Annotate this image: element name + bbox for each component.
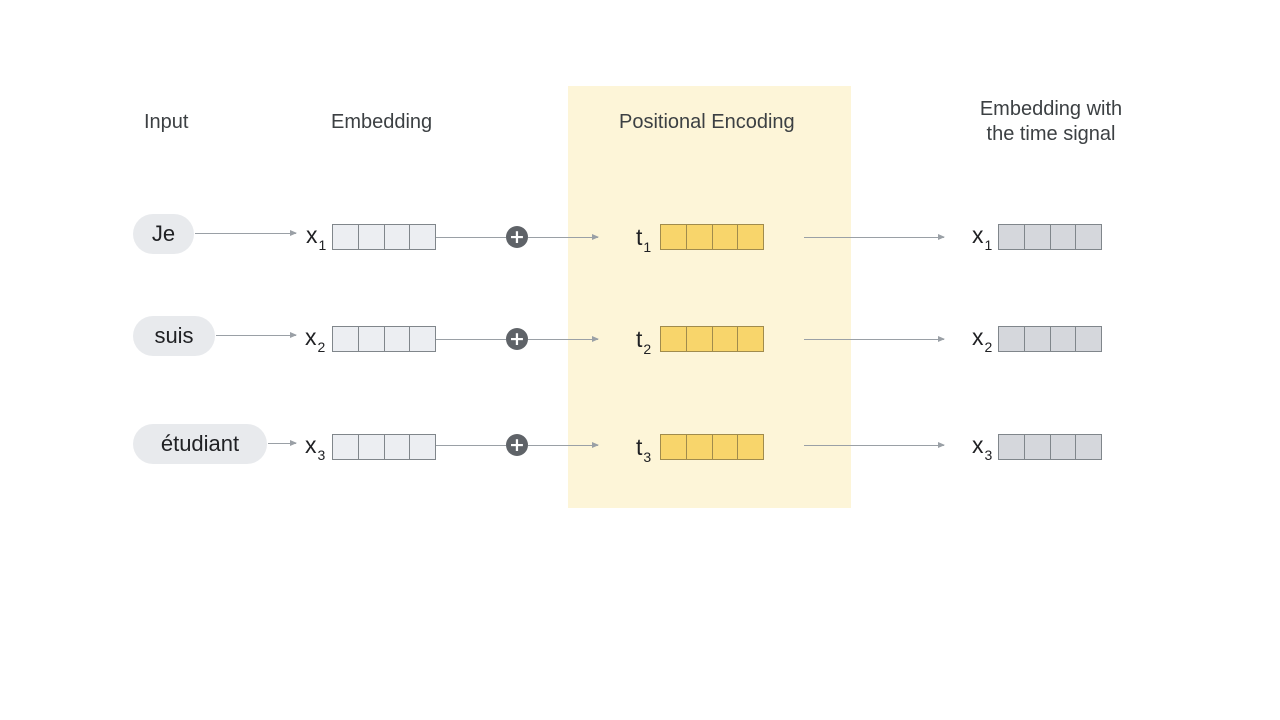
arrow-plus-to-position-3 (528, 442, 599, 448)
arrow-plus-to-position-2 (528, 336, 599, 342)
vector-cell (357, 224, 385, 250)
output-symbol-3: x3 (972, 432, 993, 463)
plus-circle-icon: + (506, 226, 528, 248)
embedding-symbol-1: x1 (306, 222, 327, 253)
vector-cell (1023, 326, 1051, 352)
arrow-position-to-output-3 (804, 442, 945, 448)
line-embedding-to-plus-3 (436, 445, 506, 446)
plus-circle-icon: + (506, 328, 528, 350)
vector-cell (383, 434, 411, 460)
embedding-vector-3 (332, 434, 436, 460)
arrow-plus-to-position-1 (528, 234, 599, 240)
plus-circle-icon: + (506, 434, 528, 456)
vector-cell (711, 326, 739, 352)
vector-cell (332, 326, 359, 352)
embedding-vector-1 (332, 224, 436, 250)
embedding-symbol-3: x3 (305, 432, 326, 463)
vector-cell (383, 224, 411, 250)
vector-cell (1075, 434, 1102, 460)
position-vector-2 (660, 326, 764, 352)
arrow-position-to-output-1 (804, 234, 945, 240)
vector-cell (998, 434, 1025, 460)
vector-cell (737, 224, 764, 250)
vector-cell (357, 434, 385, 460)
vector-cell (357, 326, 385, 352)
embedding-symbol-2: x2 (305, 324, 326, 355)
header-output-line-2: the time signal (986, 123, 1116, 145)
vector-cell (685, 434, 713, 460)
vector-cell (711, 224, 739, 250)
arrow-position-to-output-2 (804, 336, 945, 342)
vector-cell (409, 326, 436, 352)
vector-cell (1049, 326, 1077, 352)
arrow-token-to-embedding-2 (216, 332, 297, 338)
vector-cell (660, 434, 687, 460)
output-vector-2 (998, 326, 1102, 352)
vector-cell (685, 224, 713, 250)
position-symbol-1: t1 (636, 224, 652, 255)
vector-cell (409, 224, 436, 250)
vector-cell (1023, 224, 1051, 250)
vector-cell (1049, 434, 1077, 460)
vector-cell (998, 224, 1025, 250)
embedding-vector-2 (332, 326, 436, 352)
header-embedding-with-time-signal: Embedding with the time signal (951, 97, 1151, 147)
vector-cell (685, 326, 713, 352)
vector-cell (383, 326, 411, 352)
vector-cell (1023, 434, 1051, 460)
vector-cell (711, 434, 739, 460)
vector-cell (332, 434, 359, 460)
vector-cell (1075, 326, 1102, 352)
position-vector-3 (660, 434, 764, 460)
token-pill-1: Je (133, 214, 194, 254)
token-pill-2: suis (133, 316, 215, 356)
vector-cell (1049, 224, 1077, 250)
line-embedding-to-plus-2 (436, 339, 506, 340)
vector-cell (332, 224, 359, 250)
vector-cell (409, 434, 436, 460)
vector-cell (660, 326, 687, 352)
line-embedding-to-plus-1 (436, 237, 506, 238)
output-vector-1 (998, 224, 1102, 250)
token-pill-3: étudiant (133, 424, 267, 464)
vector-cell (737, 434, 764, 460)
vector-cell (737, 326, 764, 352)
header-positional-encoding: Positional Encoding (619, 111, 795, 133)
arrow-token-to-embedding-3 (268, 440, 297, 446)
header-output-line-1: Embedding with (979, 98, 1123, 120)
position-vector-1 (660, 224, 764, 250)
output-symbol-2: x2 (972, 324, 993, 355)
output-vector-3 (998, 434, 1102, 460)
position-symbol-3: t3 (636, 434, 652, 465)
vector-cell (1075, 224, 1102, 250)
header-embedding: Embedding (331, 111, 433, 133)
vector-cell (998, 326, 1025, 352)
arrow-token-to-embedding-1 (195, 230, 297, 236)
output-symbol-1: x1 (972, 222, 993, 253)
position-symbol-2: t2 (636, 326, 652, 357)
header-input: Input (144, 111, 189, 133)
vector-cell (660, 224, 687, 250)
